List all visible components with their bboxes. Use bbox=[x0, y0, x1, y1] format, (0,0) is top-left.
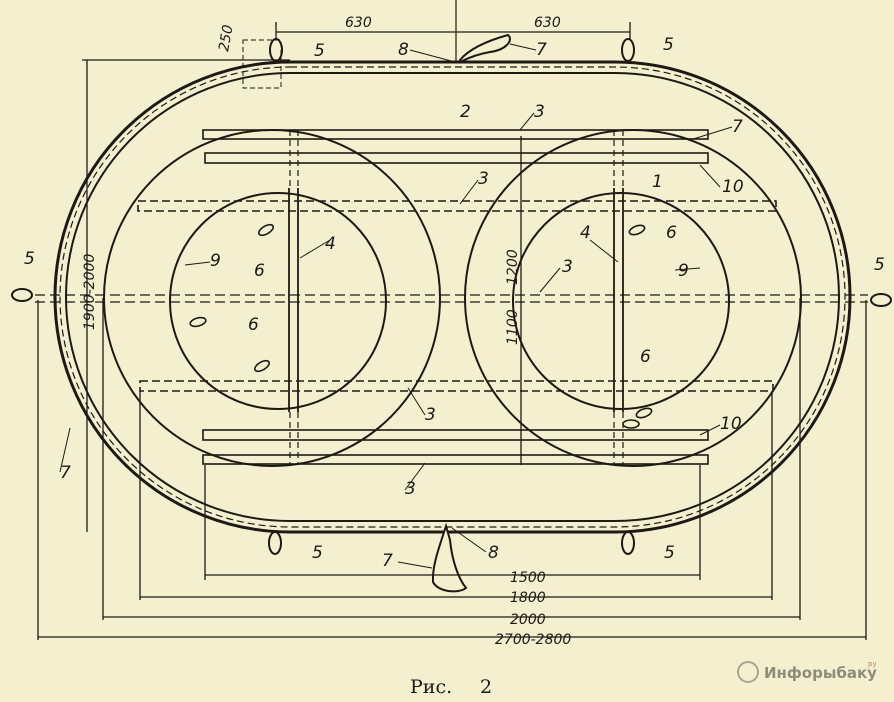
dim-top-right: 630 bbox=[534, 15, 561, 31]
label-5-top-left: 5 bbox=[314, 41, 325, 61]
hull-outline bbox=[53, 60, 852, 534]
label-5-left: 5 bbox=[24, 249, 35, 269]
loop-top-left-icon bbox=[269, 38, 283, 62]
large-rings bbox=[103, 129, 802, 467]
label-10-top: 10 bbox=[722, 177, 744, 197]
label-5-bottom-right: 5 bbox=[664, 543, 675, 563]
figure-caption-number: 2 bbox=[480, 676, 492, 698]
label-3-top: 3 bbox=[534, 102, 545, 122]
label-5-top-right: 5 bbox=[663, 35, 674, 55]
label-3-bottom: 3 bbox=[405, 479, 416, 499]
loop-bottom-left-icon bbox=[268, 531, 282, 555]
label-9-right: 9 bbox=[678, 261, 689, 281]
label-2: 2 bbox=[460, 102, 471, 122]
label-7-left: 7 bbox=[60, 463, 71, 483]
dim-width-2000: 2000 bbox=[510, 612, 546, 628]
watermark-text: Инфорыбаку bbox=[764, 664, 877, 682]
label-6-upper-left: 6 bbox=[254, 261, 265, 281]
label-4-right: 4 bbox=[580, 223, 591, 243]
loop-bottom-right-icon bbox=[621, 531, 635, 555]
loop-top-right-icon bbox=[621, 38, 635, 62]
left-inner-ring bbox=[169, 192, 387, 410]
dim-corner-offset: 250 bbox=[216, 24, 236, 53]
label-6-upper-right: 6 bbox=[666, 223, 677, 243]
label-4-left: 4 bbox=[325, 234, 336, 254]
dim-width-1800: 1800 bbox=[510, 590, 546, 606]
tie-pins bbox=[189, 223, 653, 429]
dim-inner-height-b: 1200 bbox=[505, 249, 521, 285]
vertical-slats bbox=[288, 130, 624, 465]
label-6-lower-left: 6 bbox=[248, 315, 259, 335]
loop-left-icon bbox=[11, 288, 33, 302]
part-labels: 5 5 5 5 5 5 8 8 7 7 7 7 2 3 3 3 3 3 1 10… bbox=[24, 35, 885, 571]
painter-top-icon bbox=[459, 33, 511, 64]
figure-caption-prefix: Рис. bbox=[410, 676, 452, 698]
label-6-lower-right: 6 bbox=[640, 347, 651, 367]
loop-right-icon bbox=[870, 293, 892, 307]
label-9-left: 9 bbox=[210, 251, 221, 271]
watermark-logo-icon bbox=[737, 661, 759, 683]
dim-inner-height-a: 1100 bbox=[505, 309, 521, 345]
label-1: 1 bbox=[652, 172, 663, 192]
label-5-right: 5 bbox=[874, 255, 885, 275]
watermark-suffix: ру bbox=[868, 660, 877, 668]
rope-loops bbox=[11, 38, 892, 555]
right-large-ring bbox=[464, 129, 802, 467]
center-crossbar bbox=[35, 294, 868, 303]
right-inner-ring bbox=[512, 192, 730, 410]
dimension-lines bbox=[37, 22, 867, 640]
label-7-top: 7 bbox=[536, 40, 547, 60]
deck-boards bbox=[137, 129, 777, 465]
label-7-right: 7 bbox=[732, 117, 743, 137]
dim-overall-width: 2700-2800 bbox=[495, 632, 571, 648]
leader-lines bbox=[59, 43, 733, 569]
dim-width-1500: 1500 bbox=[510, 570, 546, 586]
label-3-lower: 3 bbox=[425, 405, 436, 425]
watermark: Инфорыбаку ру bbox=[737, 660, 877, 683]
label-7-bottom: 7 bbox=[382, 551, 393, 571]
label-10-bottom: 10 bbox=[720, 414, 742, 434]
left-large-ring bbox=[103, 129, 441, 467]
label-5-bottom-left: 5 bbox=[312, 543, 323, 563]
painter-ropes bbox=[431, 0, 511, 593]
label-8-bottom: 8 bbox=[488, 543, 499, 563]
label-3-upper-mid: 3 bbox=[478, 169, 489, 189]
dim-top-left: 630 bbox=[345, 15, 372, 31]
label-8-top: 8 bbox=[398, 40, 409, 60]
dim-left-height: 1900-2000 bbox=[82, 254, 98, 330]
label-3-center: 3 bbox=[562, 257, 573, 277]
painter-bottom-icon bbox=[431, 522, 468, 593]
inner-rings bbox=[169, 192, 730, 410]
